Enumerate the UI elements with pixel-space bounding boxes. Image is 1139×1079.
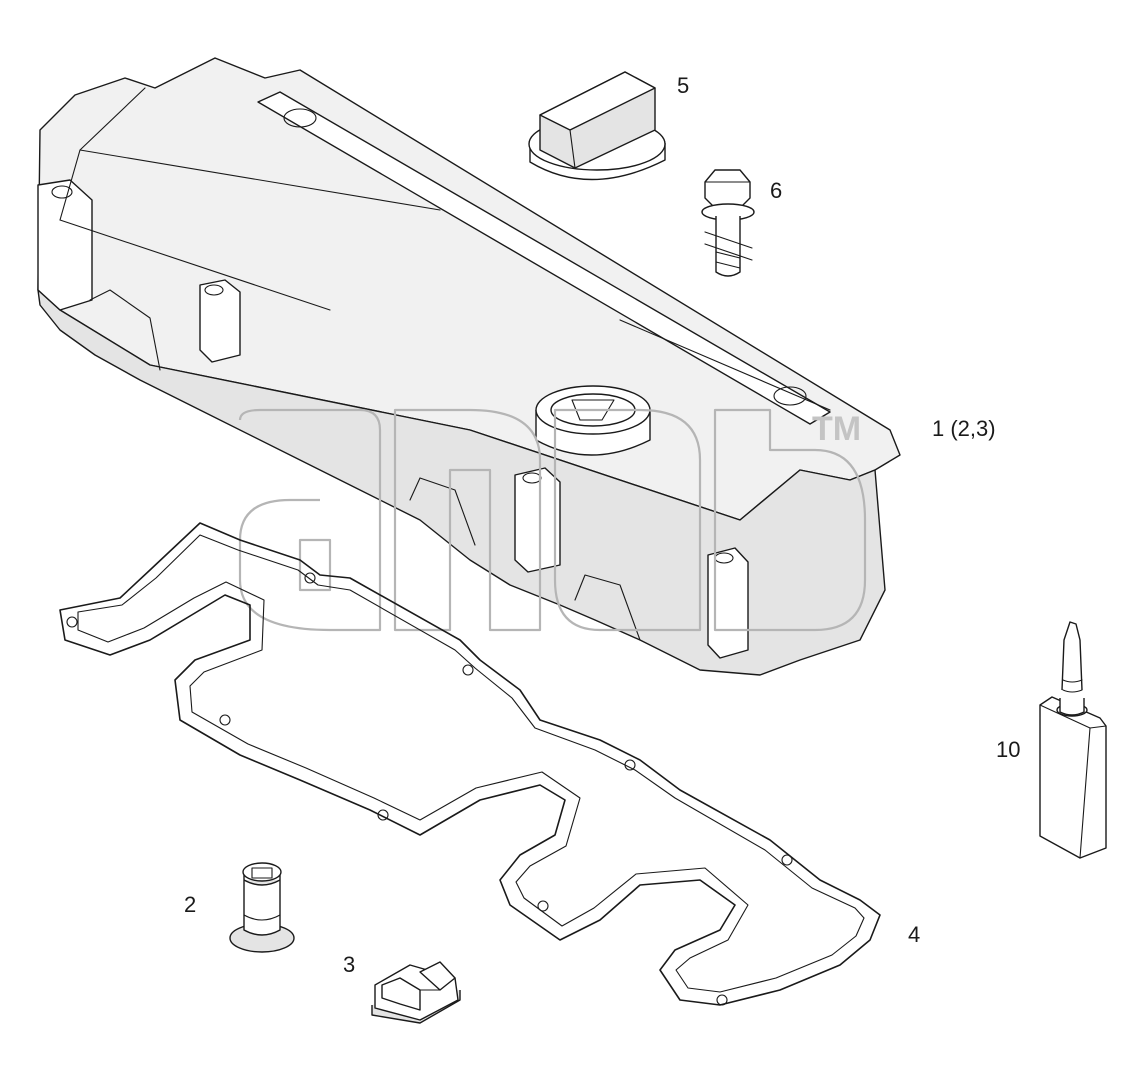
oil-filler-cap-part-5[interactable] [528,71,666,181]
valve-cover-part-1[interactable] [37,57,901,676]
callout-item-1: 1 (2,3) [932,416,996,441]
seal-plug-part-3[interactable] [371,961,461,1024]
callout-item-2: 2 [184,892,196,917]
oil-filler-neck [535,385,651,456]
sealant-bottle-part-10[interactable] [1039,621,1107,859]
callout-item-5: 5 [677,73,689,98]
callout-item-10: 10 [996,737,1020,762]
grommet-part-2[interactable] [229,862,295,953]
watermark-trademark: TM [812,410,861,448]
gasket-part-4[interactable] [59,522,881,1006]
callout-item-6: 6 [770,178,782,203]
callout-item-4: 4 [908,922,920,947]
bolt-part-6[interactable] [701,169,755,277]
callout-item-3: 3 [343,952,355,977]
watermark-logo: TM [238,408,867,632]
